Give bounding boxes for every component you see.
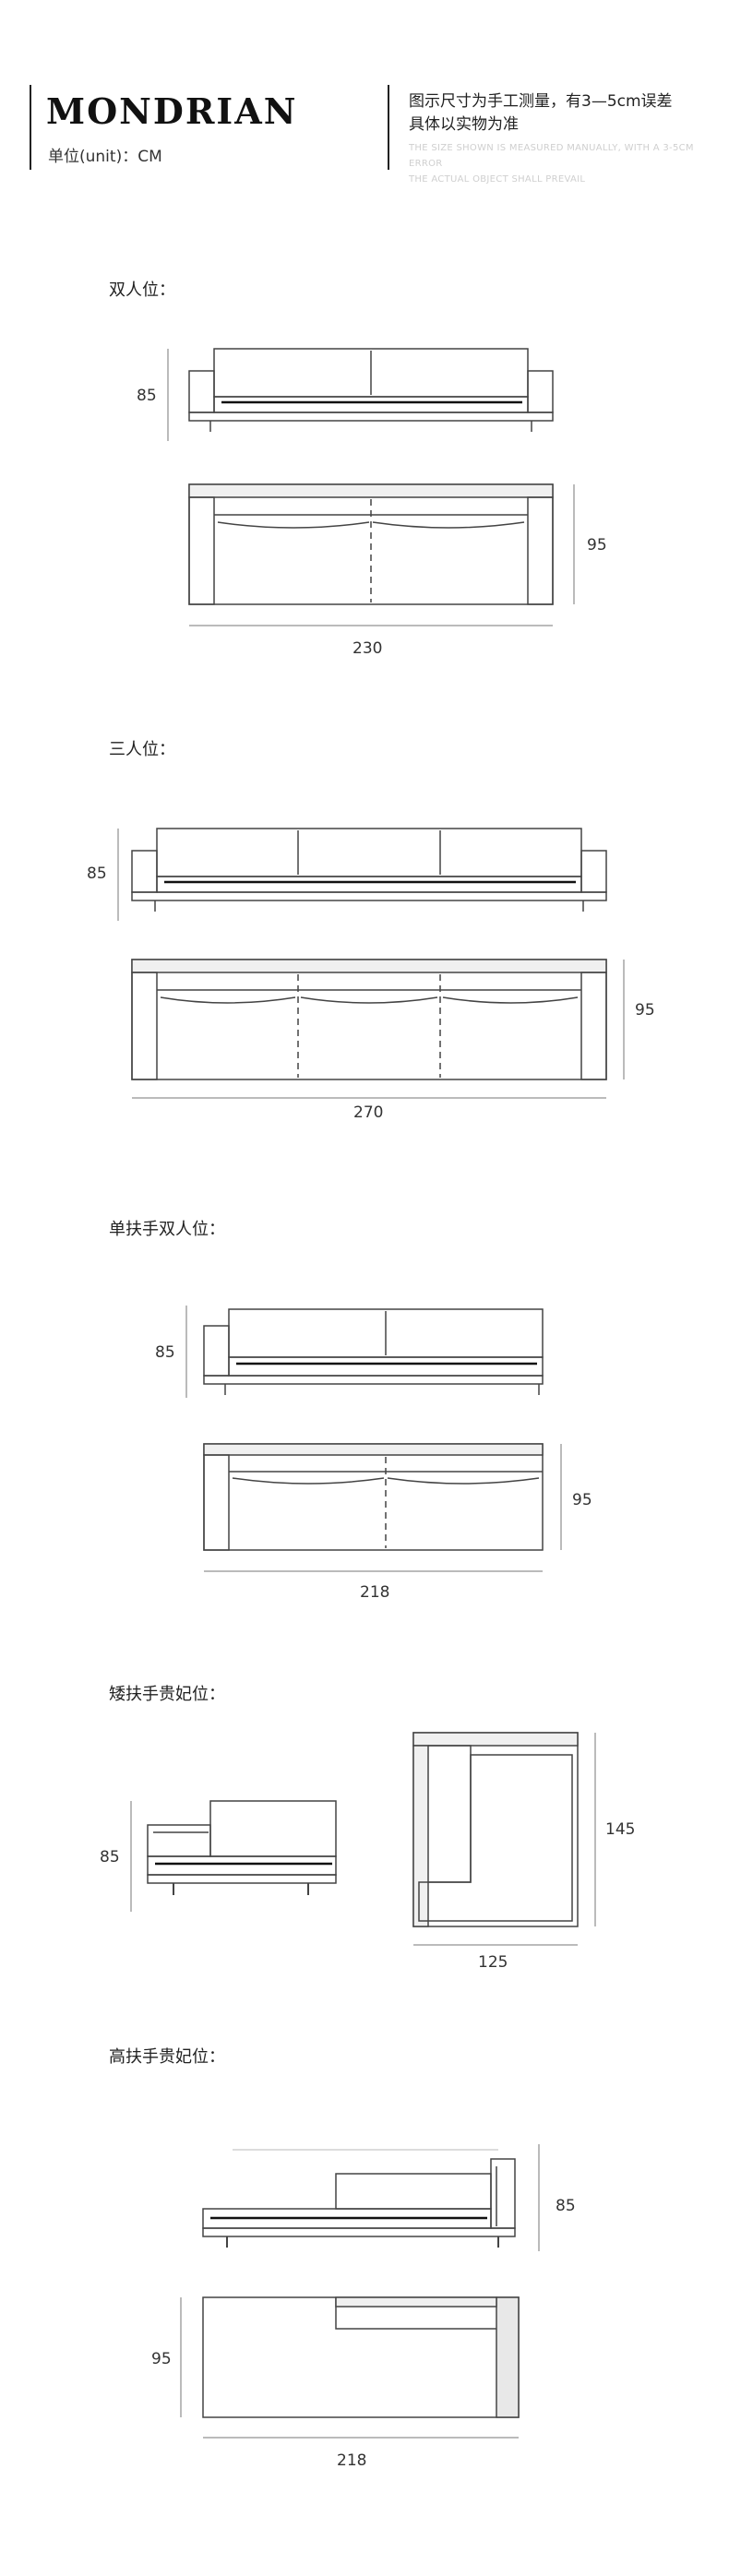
- loveseat-front-arm-right: [527, 370, 554, 413]
- loveseat-top-cushion-curve-right: [372, 521, 525, 529]
- single-arm-top-outline: [203, 1443, 544, 1551]
- high-chaise-top-back-band: [335, 2296, 497, 2308]
- low-chaise-front-seat: [147, 1855, 337, 1876]
- brand-title: MONDRIAN: [46, 90, 298, 132]
- low-chaise-width-label: 125: [478, 1953, 508, 1972]
- drawing-three-seat: 85 95 270: [87, 828, 655, 1122]
- single-arm-top-cushion-curve-right: [387, 1477, 540, 1485]
- note-line-1: 图示尺寸为手工测量，有3—5cm误差: [409, 92, 673, 111]
- low-chaise-height-label: 85: [100, 1848, 120, 1866]
- loveseat-top-arm-left: [188, 496, 215, 605]
- low-chaise-top-arm: [412, 1745, 429, 1927]
- three-seat-depth-label: 95: [635, 1001, 655, 1020]
- high-chaise-front-back: [335, 2173, 492, 2210]
- section-title-three-seat: 三人位：: [109, 740, 175, 759]
- three-seat-front-seat: [156, 876, 582, 893]
- three-seat-front-back: [156, 828, 582, 877]
- three-seat-top-outline: [131, 959, 607, 1080]
- three-seat-front-base: [131, 891, 607, 901]
- unit-label: 单位(unit)：CM: [48, 148, 162, 166]
- high-chaise-top-outline: [202, 2296, 520, 2418]
- three-seat-top-cushion-curve-3: [442, 996, 579, 1004]
- single-arm-front-arm: [203, 1325, 230, 1377]
- note-en-line-1: THE SIZE SHOWN IS MEASURED MANUALLY, WIT…: [409, 143, 694, 169]
- single-arm-front-seat: [228, 1356, 544, 1377]
- drawing-high-arm-chaise: 85 95 218: [151, 2144, 576, 2470]
- low-chaise-top-seat: [428, 1745, 472, 1883]
- loveseat-width-label: 230: [353, 639, 382, 658]
- three-seat-top-arm-left: [131, 972, 158, 1080]
- three-seat-top-arm-right: [580, 972, 607, 1080]
- note-line-2: 具体以实物为准: [409, 115, 519, 134]
- low-chaise-top-chaise-cushion: [418, 1754, 573, 1922]
- high-chaise-width-label: 218: [337, 2451, 366, 2470]
- single-arm-top-back-band: [203, 1443, 544, 1456]
- single-arm-top-cushion-curve-left: [232, 1477, 385, 1485]
- header-left-bar: [30, 85, 31, 170]
- high-chaise-front-base: [202, 2227, 516, 2237]
- low-chaise-depth-label: 145: [605, 1820, 635, 1839]
- high-chaise-front-arm: [490, 2158, 516, 2229]
- loveseat-top-cushion-curve-left: [217, 521, 370, 529]
- loveseat-height-label: 85: [137, 387, 157, 405]
- three-seat-front-arm-right: [580, 850, 607, 893]
- three-seat-top-back-band: [131, 959, 607, 973]
- loveseat-front-base: [188, 411, 554, 422]
- high-chaise-top-back: [335, 2297, 496, 2330]
- drawing-single-arm-loveseat: 85 95 218: [155, 1306, 592, 1602]
- measurement-note: 图示尺寸为手工测量，有3—5cm误差 具体以实物为准: [409, 90, 673, 137]
- single-arm-depth-label: 95: [572, 1491, 592, 1509]
- low-chaise-front-arm: [147, 1824, 211, 1857]
- three-seat-height-label: 85: [87, 865, 107, 883]
- high-chaise-height-label: 85: [556, 2197, 576, 2215]
- high-chaise-top-arm: [496, 2296, 520, 2418]
- measurement-note-en: THE SIZE SHOWN IS MEASURED MANUALLY, WIT…: [409, 140, 729, 187]
- drawing-loveseat: 85 95 230: [137, 348, 607, 658]
- section-title-low-arm-chaise: 矮扶手贵妃位：: [109, 1685, 225, 1704]
- section-title-single-arm-loveseat: 单扶手双人位：: [109, 1220, 225, 1239]
- high-chaise-depth-label: 95: [151, 2350, 172, 2368]
- low-chaise-top-outline: [412, 1732, 579, 1927]
- single-arm-front-base: [203, 1375, 544, 1385]
- single-arm-top-arm: [203, 1454, 230, 1551]
- drawing-low-arm-chaise: 85 145 125: [100, 1732, 635, 1972]
- loveseat-front-seat: [213, 396, 529, 413]
- three-seat-front-arm-left: [131, 850, 158, 893]
- single-arm-height-label: 85: [155, 1343, 175, 1362]
- loveseat-top-back-band: [188, 483, 554, 498]
- note-en-line-2: THE ACTUAL OBJECT SHALL PREVAIL: [409, 174, 586, 185]
- loveseat-front-arm-left: [188, 370, 215, 413]
- low-chaise-front-back: [209, 1800, 337, 1857]
- loveseat-top-arm-right: [527, 496, 554, 605]
- section-title-high-arm-chaise: 高扶手贵妃位：: [109, 2047, 225, 2067]
- three-seat-width-label: 270: [353, 1103, 383, 1122]
- loveseat-depth-label: 95: [587, 536, 607, 555]
- header-right-bar: [388, 85, 389, 170]
- three-seat-top-cushion-curve-2: [300, 996, 438, 1004]
- section-title-loveseat: 双人位：: [109, 280, 175, 300]
- low-chaise-front-base: [147, 1874, 337, 1884]
- low-chaise-top-back-band: [412, 1732, 579, 1747]
- three-seat-top-cushion-curve-1: [160, 996, 296, 1004]
- single-arm-width-label: 218: [360, 1583, 389, 1602]
